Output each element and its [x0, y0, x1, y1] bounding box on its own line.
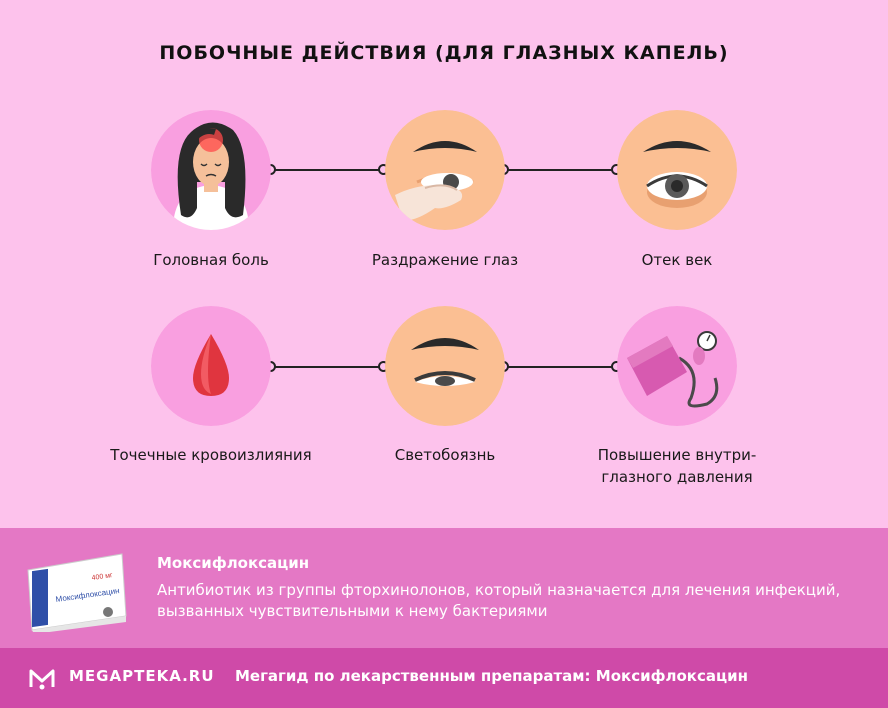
connector-line [270, 366, 384, 368]
blood-drop-icon [151, 306, 271, 426]
page-title: ПОБОЧНЫЕ ДЕЙСТВИЯ (ДЛЯ ГЛАЗНЫХ КАПЕЛЬ) [159, 42, 729, 64]
effect-label-eyelid-swelling: Отек век [641, 251, 713, 269]
effect-label-eye-irritation: Раздражение глаз [371, 251, 519, 269]
footer-guide-text: Мегагид по лекарственным препаратам: Мок… [235, 667, 748, 685]
effect-label-pressure: Повышение внутри-глазного давления [597, 446, 757, 486]
effect-label-headache: Головная боль [153, 251, 269, 269]
effect-label-photophobia: Светобоязнь [394, 446, 496, 464]
logo-text[interactable]: MEGAPTEKA.RU [69, 667, 215, 685]
eyelid-swelling-icon [617, 110, 737, 230]
drug-description: Антибиотик из группы фторхинолонов, кото… [157, 581, 841, 620]
megapteka-logo-icon [29, 669, 55, 690]
effect-label-hemorrhages: Точечные кровоизлияния [110, 446, 312, 464]
connector-line [503, 169, 617, 171]
drug-info-band: Моксифлоксацин 400 мг Моксифлоксацин Ант… [0, 528, 888, 648]
drug-name: Моксифлоксацин [157, 554, 310, 572]
drug-package-image: Моксифлоксацин 400 мг [27, 553, 127, 632]
footer-bar: MEGAPTEKA.RU Мегагид по лекарственным пр… [0, 648, 888, 708]
drug-box-dose: 400 мг [91, 572, 113, 582]
squinting-eye-icon [385, 306, 505, 426]
headache-icon [151, 110, 271, 230]
connector-line [270, 169, 384, 171]
tonometer-icon [617, 306, 737, 426]
connector-line [503, 366, 617, 368]
eye-irritation-icon [385, 110, 505, 230]
